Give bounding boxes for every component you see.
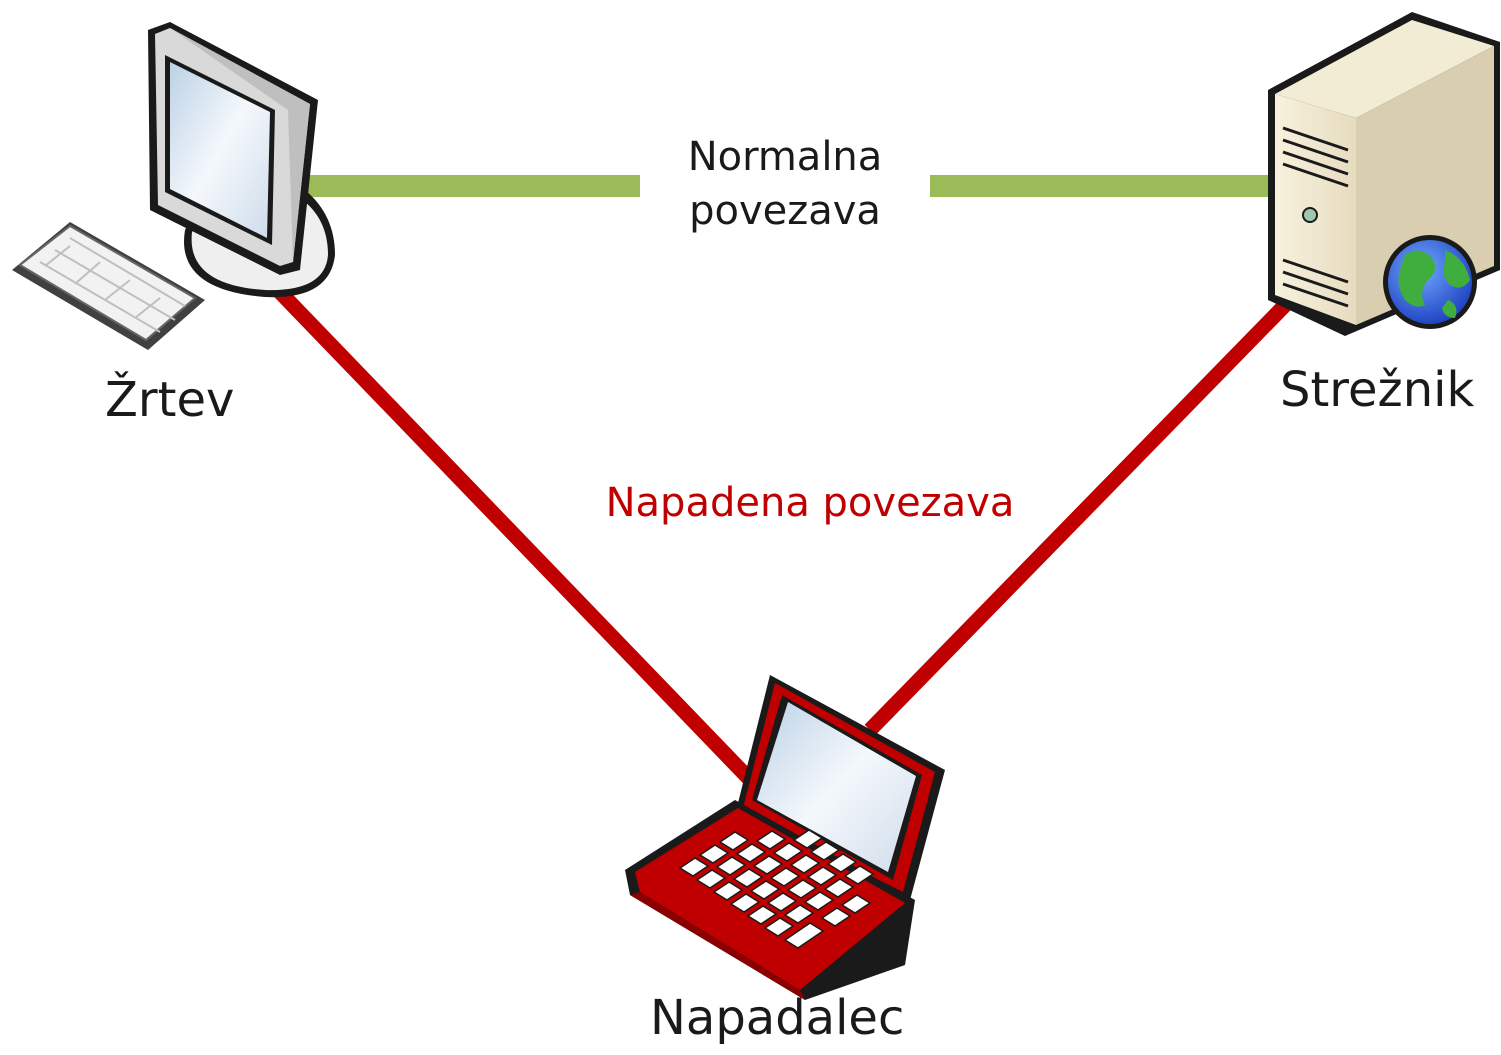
attacked-connection-line-victim [272,284,766,796]
attacker-label: Napadalec [650,990,905,1046]
normal-connection-label-line2: povezava [689,188,881,234]
globe-icon [1383,235,1477,329]
normal-connection-label-line1: Normalna [687,134,883,180]
laptop-keys [678,829,875,949]
normal-connection-label: Normalna povezava [640,130,930,238]
web-server-icon [1268,12,1500,336]
attacked-connection-line-server [864,294,1296,736]
server-label: Strežnik [1280,362,1475,418]
victim-label: Žrtev [105,372,235,428]
keyboard-icon [12,222,205,350]
desktop-computer-icon [12,22,335,350]
attacked-connection-label: Napadena povezava [605,480,1015,526]
laptop-icon [625,675,945,1000]
